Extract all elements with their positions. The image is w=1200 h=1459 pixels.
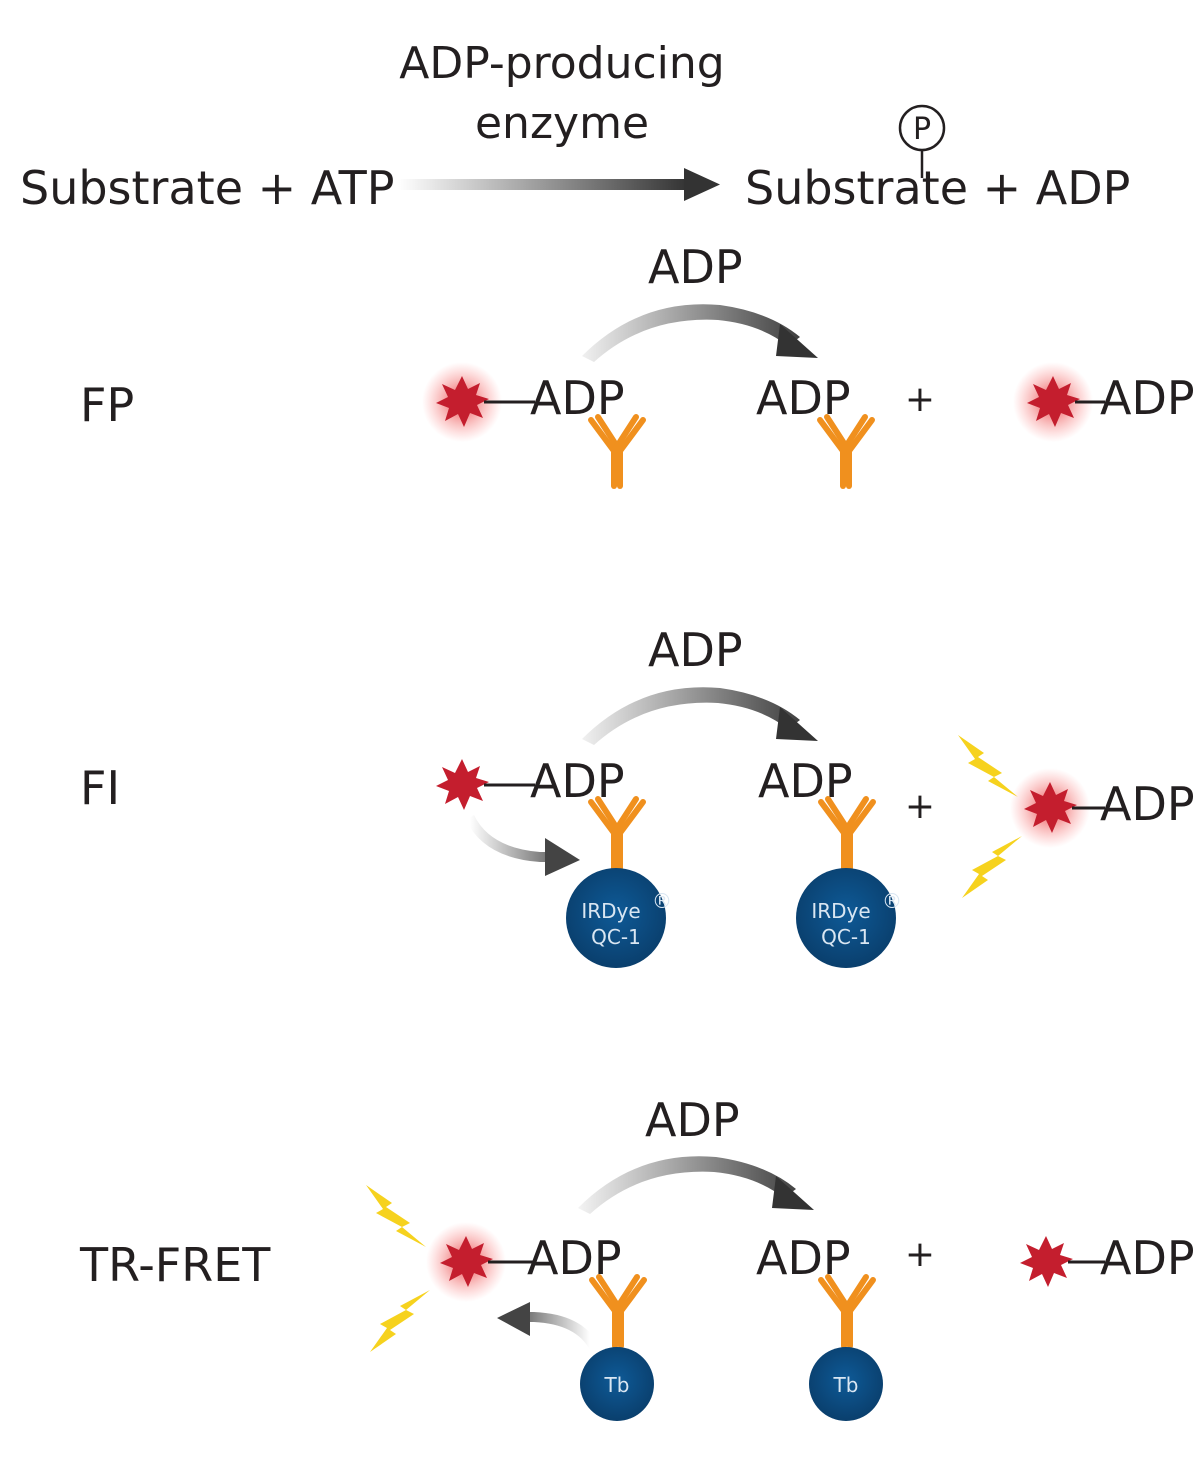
reaction-arrow xyxy=(398,168,720,201)
quencher-code: QC-1 xyxy=(591,925,641,949)
registered-mark: ® xyxy=(652,889,672,913)
fluorophore-star-icon xyxy=(436,759,489,810)
trfret-displaced-complex: ADP Tb xyxy=(756,1231,883,1421)
fp-title: FP xyxy=(80,378,134,432)
fi-bound-adp-label: ADP xyxy=(530,754,625,808)
trfret-bound-adp-label: ADP xyxy=(527,1231,622,1285)
terbium-donor-bead xyxy=(809,1347,883,1421)
trfret-tracer-free: ADP xyxy=(1020,1231,1195,1287)
quencher-bead xyxy=(796,868,896,968)
antibody-icon xyxy=(592,1277,644,1346)
fi-row: FI ADP ADP IRDye ® QC-1 ADP IRDye ® xyxy=(80,623,1195,968)
fp-bound-adp-label: ADP xyxy=(530,371,625,425)
excitation-lightning-icon xyxy=(958,735,1018,797)
fi-transfer-arrow xyxy=(582,687,818,745)
trfret-free-adp-label: ADP xyxy=(756,1231,851,1285)
donor-label: Tb xyxy=(833,1373,859,1397)
trfret-row: TR-FRET ADP ADP Tb ADP Tb + xyxy=(79,1093,1195,1421)
products-label: Substrate + ADP xyxy=(745,161,1130,215)
fp-free-adp-label: ADP xyxy=(756,371,851,425)
fi-arrow-label: ADP xyxy=(648,623,743,677)
trfret-transfer-arrow xyxy=(578,1156,814,1214)
fluorophore-star-icon xyxy=(1020,1236,1073,1287)
antibody-icon xyxy=(591,799,643,868)
donor-label: Tb xyxy=(604,1373,630,1397)
fi-tracer-adp-label: ADP xyxy=(1100,777,1195,831)
enzyme-label-line2: enzyme xyxy=(475,98,649,149)
excitation-lightning-icon xyxy=(366,1185,426,1247)
quencher-name: IRDye xyxy=(581,899,640,923)
registered-mark: ® xyxy=(882,889,902,913)
trfret-tracer-adp-label: ADP xyxy=(1100,1231,1195,1285)
fi-quench-arrow xyxy=(466,815,580,876)
antibody-icon xyxy=(820,417,872,486)
fi-tracer-free: ADP xyxy=(958,735,1195,898)
antibody-icon xyxy=(591,417,643,486)
antibody-icon xyxy=(821,1277,873,1346)
fp-displaced-complex: ADP xyxy=(756,371,872,486)
fp-tracer-free: ADP xyxy=(1013,362,1195,442)
quencher-bead xyxy=(566,868,666,968)
enzyme-label-line1: ADP-producing xyxy=(399,38,724,89)
reactants-label: Substrate + ATP xyxy=(20,161,395,215)
trfret-title: TR-FRET xyxy=(79,1238,271,1292)
fi-free-adp-label: ADP xyxy=(758,754,853,808)
fp-tracer-bound: ADP xyxy=(422,362,643,486)
antibody-icon xyxy=(821,799,873,868)
trfret-plus-sign: + xyxy=(905,1234,935,1275)
phosphate-icon: P xyxy=(898,104,946,178)
emission-lightning-icon xyxy=(370,1290,430,1352)
fp-arrow-label: ADP xyxy=(648,240,743,294)
fi-plus-sign: + xyxy=(905,786,935,827)
trfret-arrow-label: ADP xyxy=(645,1093,740,1147)
fp-plus-sign: + xyxy=(905,379,935,420)
fp-transfer-arrow xyxy=(582,304,818,362)
fp-row: FP ADP ADP ADP + ADP xyxy=(80,240,1195,486)
quencher-code: QC-1 xyxy=(821,925,871,949)
fi-tracer-bound: ADP IRDye ® QC-1 xyxy=(436,754,672,968)
fi-displaced-complex: ADP IRDye ® QC-1 xyxy=(758,754,902,968)
emission-lightning-icon xyxy=(962,836,1022,898)
reaction-scheme: ADP-producing enzyme Substrate + ATP Sub… xyxy=(20,38,1130,215)
quencher-name: IRDye xyxy=(811,899,870,923)
phosphate-label: P xyxy=(913,112,931,147)
fp-tracer-adp-label: ADP xyxy=(1100,371,1195,425)
trfret-energy-arrow xyxy=(497,1302,598,1350)
fi-title: FI xyxy=(80,761,120,815)
trfret-tracer-bound: ADP Tb xyxy=(366,1185,654,1421)
terbium-donor-bead xyxy=(580,1347,654,1421)
